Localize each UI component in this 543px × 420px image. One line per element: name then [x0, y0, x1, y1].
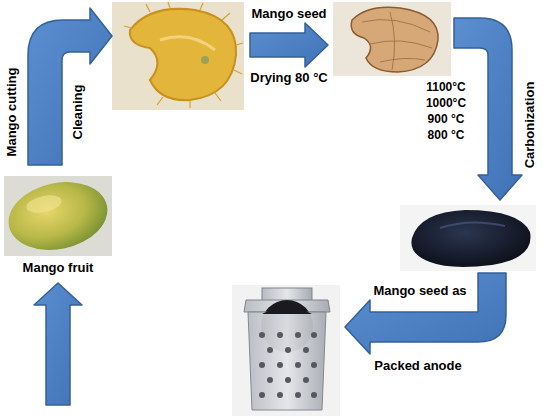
up-arrow — [34, 283, 82, 405]
arrow-label: Packed anode — [374, 359, 461, 374]
photo-caption: Mango fruit — [23, 261, 94, 276]
temperature-label: 800 °C — [428, 129, 465, 143]
arrow-label: Mango seed — [251, 7, 326, 22]
bent-arrow — [28, 8, 112, 165]
temperature-label: 1100°C — [426, 81, 466, 95]
temperature-label: 1000°C — [426, 97, 466, 111]
packed-anode-photo — [232, 285, 340, 416]
arrow-label: Carbonization — [523, 82, 538, 169]
arrow-label: Mango cutting — [5, 68, 20, 157]
arrow-label: Cleaning — [71, 85, 86, 140]
carbonized-seed-photo — [400, 205, 536, 271]
arrow-label: Drying 80 °C — [250, 71, 327, 86]
temperature-label: 900 °C — [428, 113, 465, 127]
cleaned-seed-photo — [112, 2, 244, 110]
right-arrow — [250, 23, 328, 67]
mango-fruit-photo — [2, 173, 114, 258]
dried-seed-photo — [333, 2, 451, 76]
arrow-label: Mango seed as — [373, 284, 466, 299]
left-arrow — [345, 273, 506, 354]
